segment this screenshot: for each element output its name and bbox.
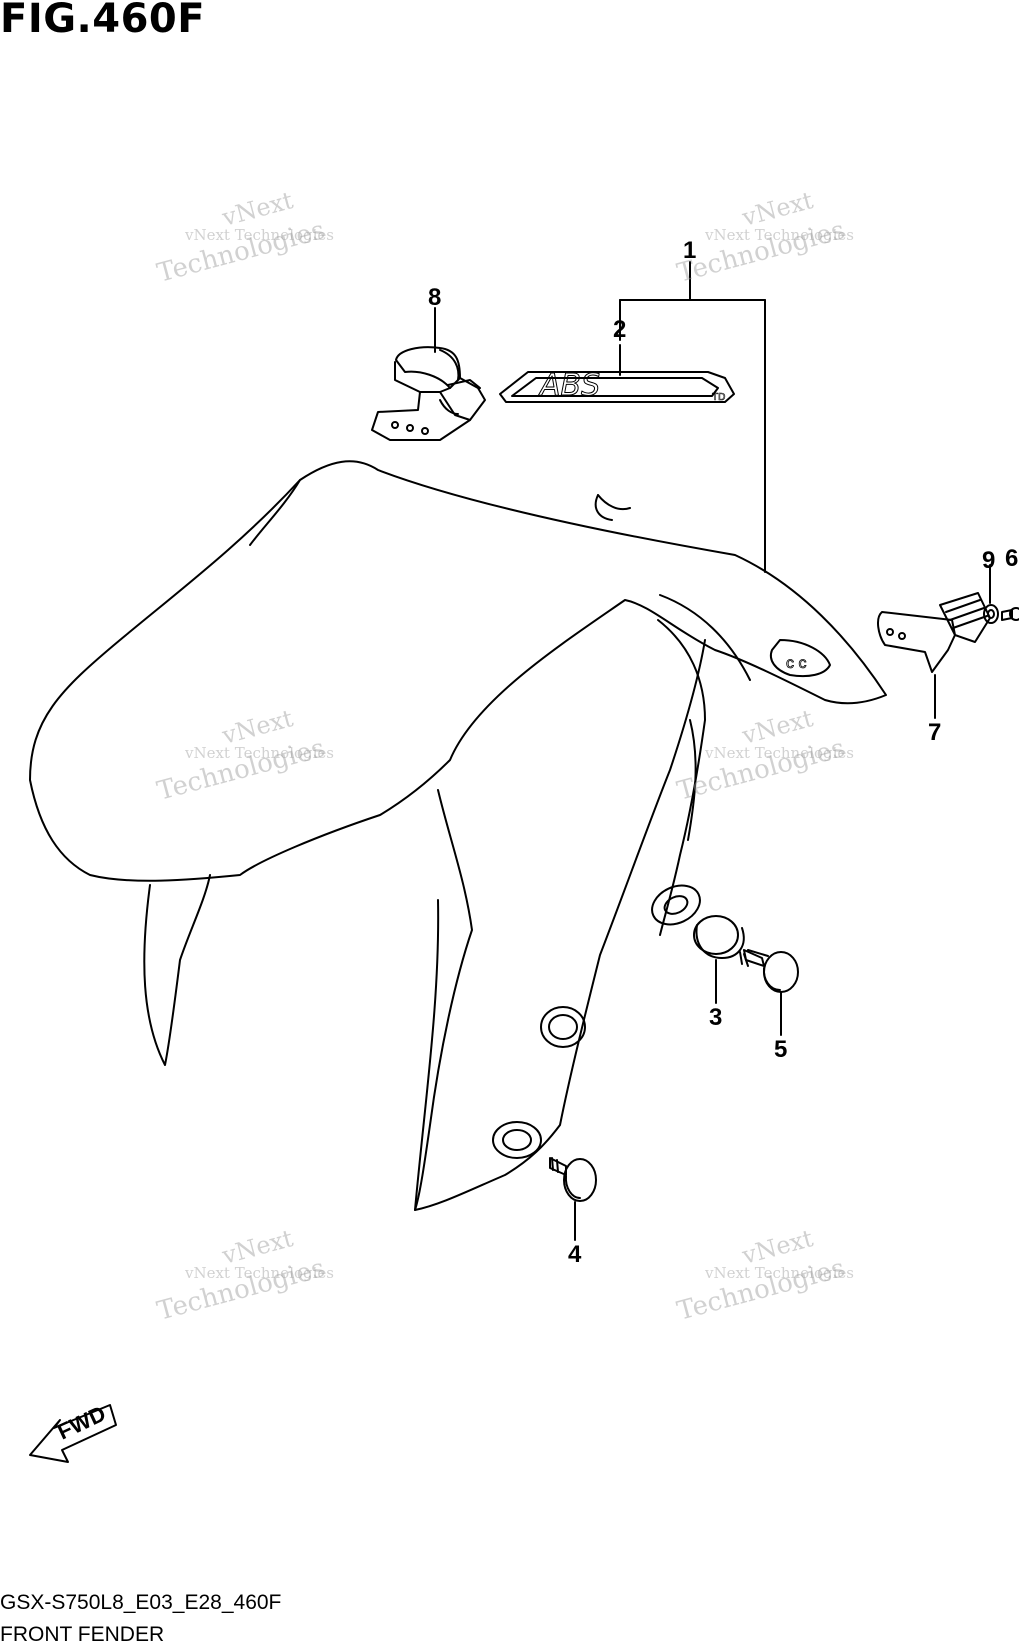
svg-text:c c: c c (786, 655, 806, 672)
watermark-line1: vNext Technologies (184, 744, 334, 762)
callout-labels: 1 2 3 4 5 6 7 8 9 (428, 237, 1018, 1268)
front-fender-body: c c (29, 460, 887, 1211)
watermark-line1: vNext Technologies (704, 1264, 854, 1282)
callout-6: 6 (1005, 545, 1018, 572)
watermark-line1: vNext Technologies (184, 1264, 334, 1282)
brake-hose-bracket (877, 592, 991, 673)
hose-clamp-bracket (371, 346, 486, 441)
callout-5: 5 (774, 1036, 787, 1063)
figure-title: FIG.460F (0, 0, 206, 42)
fwd-label: FWD (54, 1401, 110, 1445)
callout-4: 4 (568, 1241, 582, 1268)
callout-8: 8 (428, 284, 441, 311)
callout-1: 1 (683, 237, 696, 264)
callout-9: 9 (982, 547, 995, 574)
leader-lines (434, 261, 991, 1241)
diagram-code: GSX-S750L8_E03_E28_460F (0, 1591, 282, 1614)
watermark-line1: vNext Technologies (704, 226, 854, 244)
washer (983, 604, 999, 624)
callout-2: 2 (613, 316, 626, 343)
grommet (693, 915, 745, 959)
callout-3: 3 (709, 1004, 722, 1031)
bolt-4 (549, 1157, 597, 1202)
fwd-arrow-icon: FWD (29, 1401, 117, 1463)
bolt-6 (1001, 607, 1019, 621)
svg-text:TD: TD (712, 392, 725, 403)
callout-7: 7 (928, 719, 941, 746)
bolt-5 (739, 949, 799, 993)
watermark-line1: vNext Technologies (704, 744, 854, 762)
abs-emblem: ABS TD (499, 368, 735, 404)
watermark-line1: vNext Technologies (184, 226, 334, 244)
diagram-caption: FRONT FENDER (0, 1623, 165, 1646)
abs-emblem-text: ABS (538, 368, 600, 403)
